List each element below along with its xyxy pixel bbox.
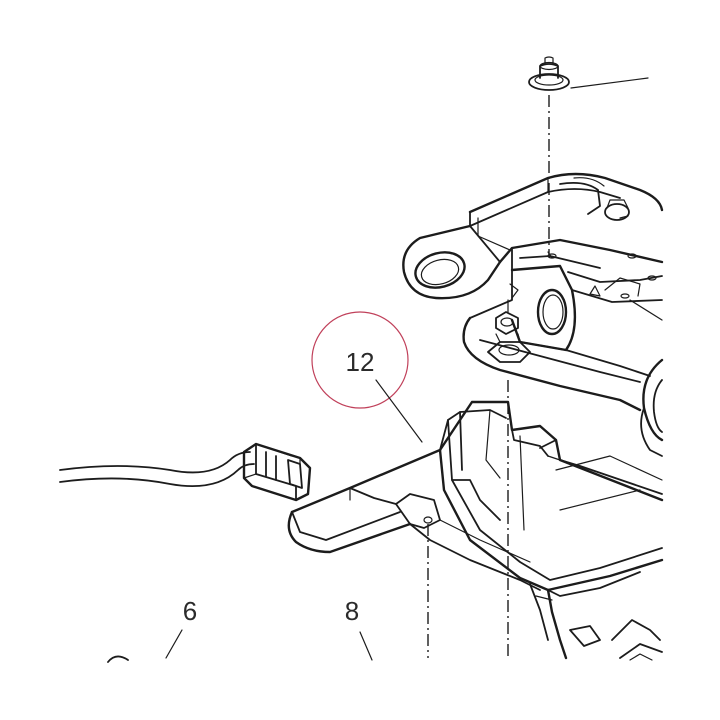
bolt-part <box>528 56 570 91</box>
callout-8-label: 8 <box>345 596 359 626</box>
leader-line-bolt <box>570 77 649 89</box>
leader-line-12 <box>375 379 423 443</box>
nut-part <box>487 283 531 363</box>
part-6-fragment <box>107 655 129 663</box>
wiring-harness-part <box>59 442 312 502</box>
callout-12-highlight-circle <box>311 311 409 409</box>
callout-12-label: 12 <box>346 347 375 377</box>
leader-line-6 <box>165 629 183 659</box>
leader-line-8 <box>359 631 373 661</box>
callout-6-label: 6 <box>183 596 197 626</box>
bracket-tray-part <box>287 400 664 661</box>
upper-mechanism-part <box>402 172 664 457</box>
